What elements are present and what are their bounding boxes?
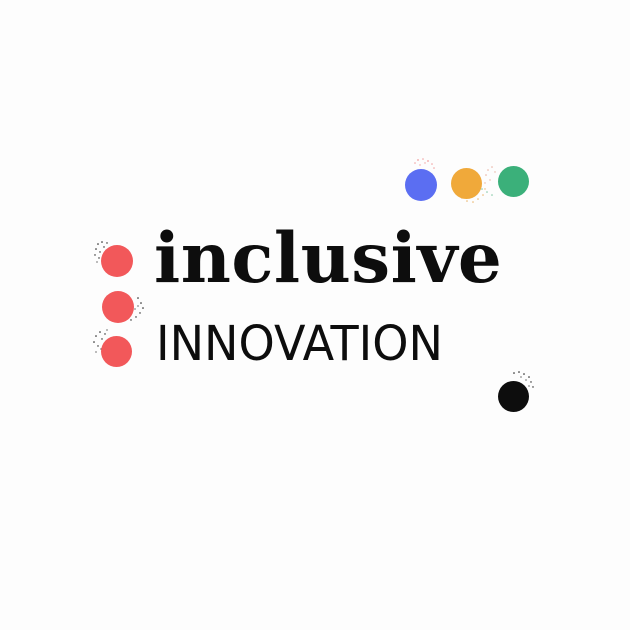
green-dot-speckle-icon xyxy=(481,166,496,196)
logo-word-innovation: INNOVATION xyxy=(156,316,443,372)
red-dot-3-speckle-icon xyxy=(93,329,108,353)
blue-dot-icon xyxy=(405,169,437,201)
green-dot-icon xyxy=(498,166,529,197)
red-dot-3-icon xyxy=(101,336,132,367)
black-dot-speckle-icon xyxy=(513,371,534,388)
red-dot-2-icon xyxy=(102,291,134,323)
black-dot-icon xyxy=(498,381,529,412)
orange-dot-icon xyxy=(451,168,482,199)
red-dot-2-speckle-icon xyxy=(130,297,144,321)
blue-dot-speckle-icon xyxy=(414,158,435,169)
logo-word-inclusive: inclusive xyxy=(154,218,503,299)
red-dot-1-icon xyxy=(101,245,133,277)
